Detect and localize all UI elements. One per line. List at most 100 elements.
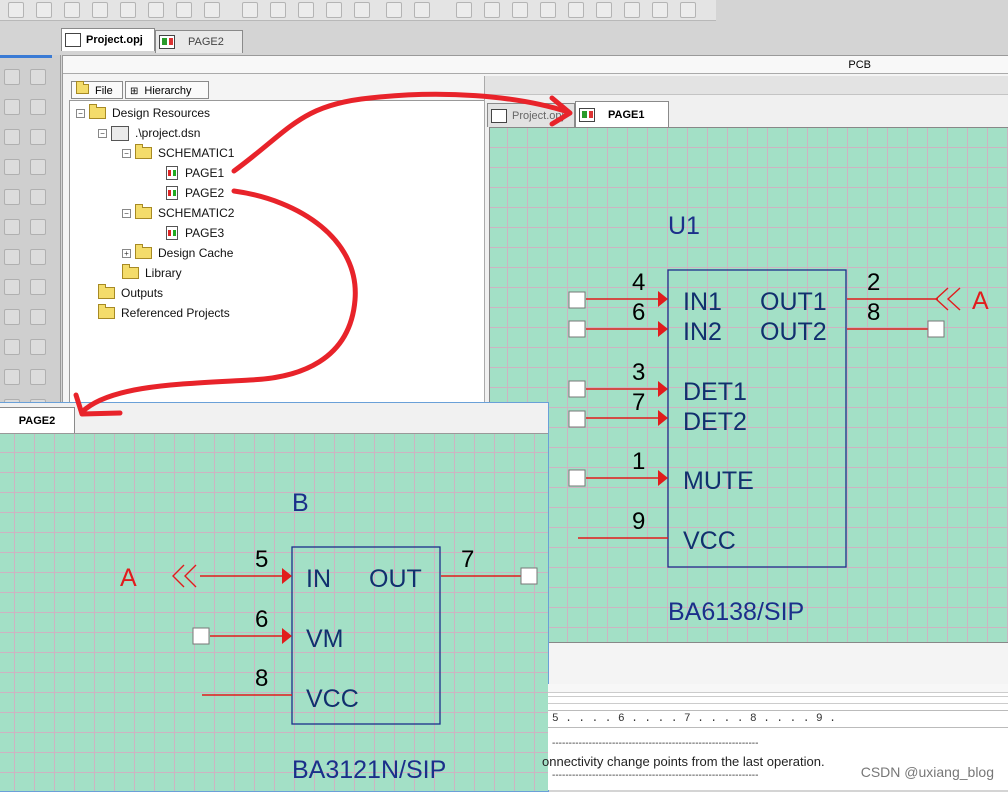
tree-node-outputs[interactable]: Outputs <box>98 284 163 301</box>
hier-port-icon[interactable] <box>30 219 46 235</box>
bus-tool-icon[interactable] <box>4 129 20 145</box>
bus-entry-icon[interactable] <box>4 159 20 175</box>
collapse-icon[interactable]: − <box>122 148 131 158</box>
open-folder-icon <box>135 204 152 219</box>
toolbar-button[interactable] <box>512 2 528 18</box>
toolbar-button[interactable] <box>36 2 52 18</box>
toolbar-button[interactable] <box>148 2 164 18</box>
select-tool-icon[interactable] <box>4 69 20 85</box>
offpage-label: A <box>972 287 989 315</box>
expand-icon[interactable]: + <box>122 248 131 258</box>
tab-page2[interactable]: PAGE2 <box>155 30 243 53</box>
toolbar-button[interactable] <box>652 2 668 18</box>
toolbar-button[interactable] <box>176 2 192 18</box>
toolbar-button[interactable] <box>242 2 258 18</box>
text-tool-icon[interactable] <box>30 159 46 175</box>
pin-name: VCC <box>683 527 736 555</box>
page2-canvas[interactable]: B BA3121N/SIP A 5 6 8 IN VM VCC OUT 7 <box>0 434 548 791</box>
hierarchy-icon: ⊞ <box>130 86 139 97</box>
arc-icon[interactable] <box>30 339 46 355</box>
rectangle-icon[interactable] <box>30 309 46 325</box>
pin-number: 3 <box>632 359 645 386</box>
offpage-label: A <box>120 564 137 592</box>
toolbar-button[interactable] <box>596 2 612 18</box>
tree-node-page3[interactable]: PAGE3 <box>166 225 224 241</box>
part-body[interactable] <box>291 546 441 725</box>
tab-page2[interactable]: PAGE2 <box>0 407 75 433</box>
no-connect-marker[interactable] <box>192 627 210 645</box>
wire-tool-icon[interactable] <box>4 99 20 115</box>
power-icon[interactable] <box>4 189 20 205</box>
toolbar-button[interactable] <box>484 2 500 18</box>
collapse-icon[interactable]: − <box>98 128 107 138</box>
toolbar-button[interactable] <box>204 2 220 18</box>
palette-grip[interactable] <box>0 55 52 58</box>
pin-3-wire <box>568 380 668 398</box>
main-toolbar <box>0 0 716 21</box>
toolbar-button[interactable] <box>680 2 696 18</box>
watermark: CSDN @uxiang_blog <box>860 764 994 780</box>
pin-name: DET2 <box>683 408 747 436</box>
net-alias-icon[interactable] <box>30 99 46 115</box>
toolbar-button[interactable] <box>92 2 108 18</box>
tree-node-referenced-projects[interactable]: Referenced Projects <box>98 304 230 321</box>
collapse-icon[interactable]: − <box>122 208 131 218</box>
hier-block-icon[interactable] <box>4 219 20 235</box>
pin-number: 6 <box>255 606 268 633</box>
line-tool-icon[interactable] <box>30 279 46 295</box>
polyline-icon[interactable] <box>4 309 20 325</box>
pin-name: OUT1 <box>760 288 827 316</box>
toolbar-button[interactable] <box>298 2 314 18</box>
tab-page1[interactable]: PAGE1 <box>575 101 669 127</box>
offpage-connector-a[interactable] <box>934 287 961 311</box>
toolbar-button[interactable] <box>568 2 584 18</box>
place-part-icon[interactable] <box>30 69 46 85</box>
tree-node-design-resources[interactable]: −Design Resources <box>76 104 210 121</box>
junction-icon[interactable] <box>30 129 46 145</box>
toolbar-button[interactable] <box>120 2 136 18</box>
tree-node-library[interactable]: Library <box>122 264 182 281</box>
page1-schematic-window: Project.opj PAGE1 U1 BA6138/SIP 4 6 3 7 … <box>484 76 1008 643</box>
collapse-icon[interactable]: − <box>76 108 85 118</box>
toolbar-button[interactable] <box>64 2 80 18</box>
offpage-connector-icon[interactable] <box>4 249 20 265</box>
toolbar-button[interactable] <box>270 2 286 18</box>
tab-project-opj[interactable]: Project.opj <box>487 103 575 127</box>
ground-icon[interactable] <box>30 189 46 205</box>
tree-node-schematic2[interactable]: −SCHEMATIC2 <box>122 204 234 221</box>
tree-node-page1[interactable]: PAGE1 <box>166 165 224 181</box>
tree-node-design-cache[interactable]: +Design Cache <box>122 244 233 261</box>
folder-icon <box>122 264 139 279</box>
ellipse-icon[interactable] <box>4 339 20 355</box>
log-header-strip <box>548 696 1008 704</box>
toolbar-button[interactable] <box>8 2 24 18</box>
toolbar-button[interactable] <box>354 2 370 18</box>
tree-node-project-dsn[interactable]: −.\project.dsn <box>98 125 200 141</box>
toolbar-button[interactable] <box>414 2 430 18</box>
no-connect-icon[interactable] <box>4 279 20 295</box>
page1-canvas[interactable]: U1 BA6138/SIP 4 6 3 7 1 9 IN1 IN2 DET1 D… <box>489 127 1008 643</box>
bezier-icon[interactable] <box>4 369 20 385</box>
part-body[interactable] <box>667 269 847 568</box>
schematic-page-icon <box>166 166 178 180</box>
session-log-window: 5 . . . . 6 . . . . 7 . . . . 8 . . . . … <box>542 684 1008 790</box>
toolbar-button[interactable] <box>326 2 342 18</box>
hier-pin-icon[interactable] <box>30 249 46 265</box>
offpage-connector-a[interactable] <box>172 564 197 588</box>
pin-number: 5 <box>255 546 268 573</box>
pin-number: 9 <box>632 508 645 535</box>
text-box-icon[interactable] <box>30 369 46 385</box>
toolbar-button[interactable] <box>386 2 402 18</box>
tree-node-schematic1[interactable]: −SCHEMATIC1 <box>122 144 234 161</box>
tab-hierarchy[interactable]: ⊞Hierarchy <box>125 81 209 99</box>
tab-file[interactable]: File <box>71 81 123 99</box>
tree-node-page2[interactable]: PAGE2 <box>166 185 224 201</box>
toolbar-button[interactable] <box>456 2 472 18</box>
tab-project-opj[interactable]: Project.opj <box>61 28 155 51</box>
toolbar-button[interactable] <box>624 2 640 18</box>
design-file-icon <box>111 125 129 141</box>
pin-7-wire <box>568 410 668 428</box>
toolbar-button[interactable] <box>540 2 556 18</box>
no-connect-marker[interactable] <box>520 567 538 585</box>
no-connect-marker[interactable] <box>927 320 945 338</box>
